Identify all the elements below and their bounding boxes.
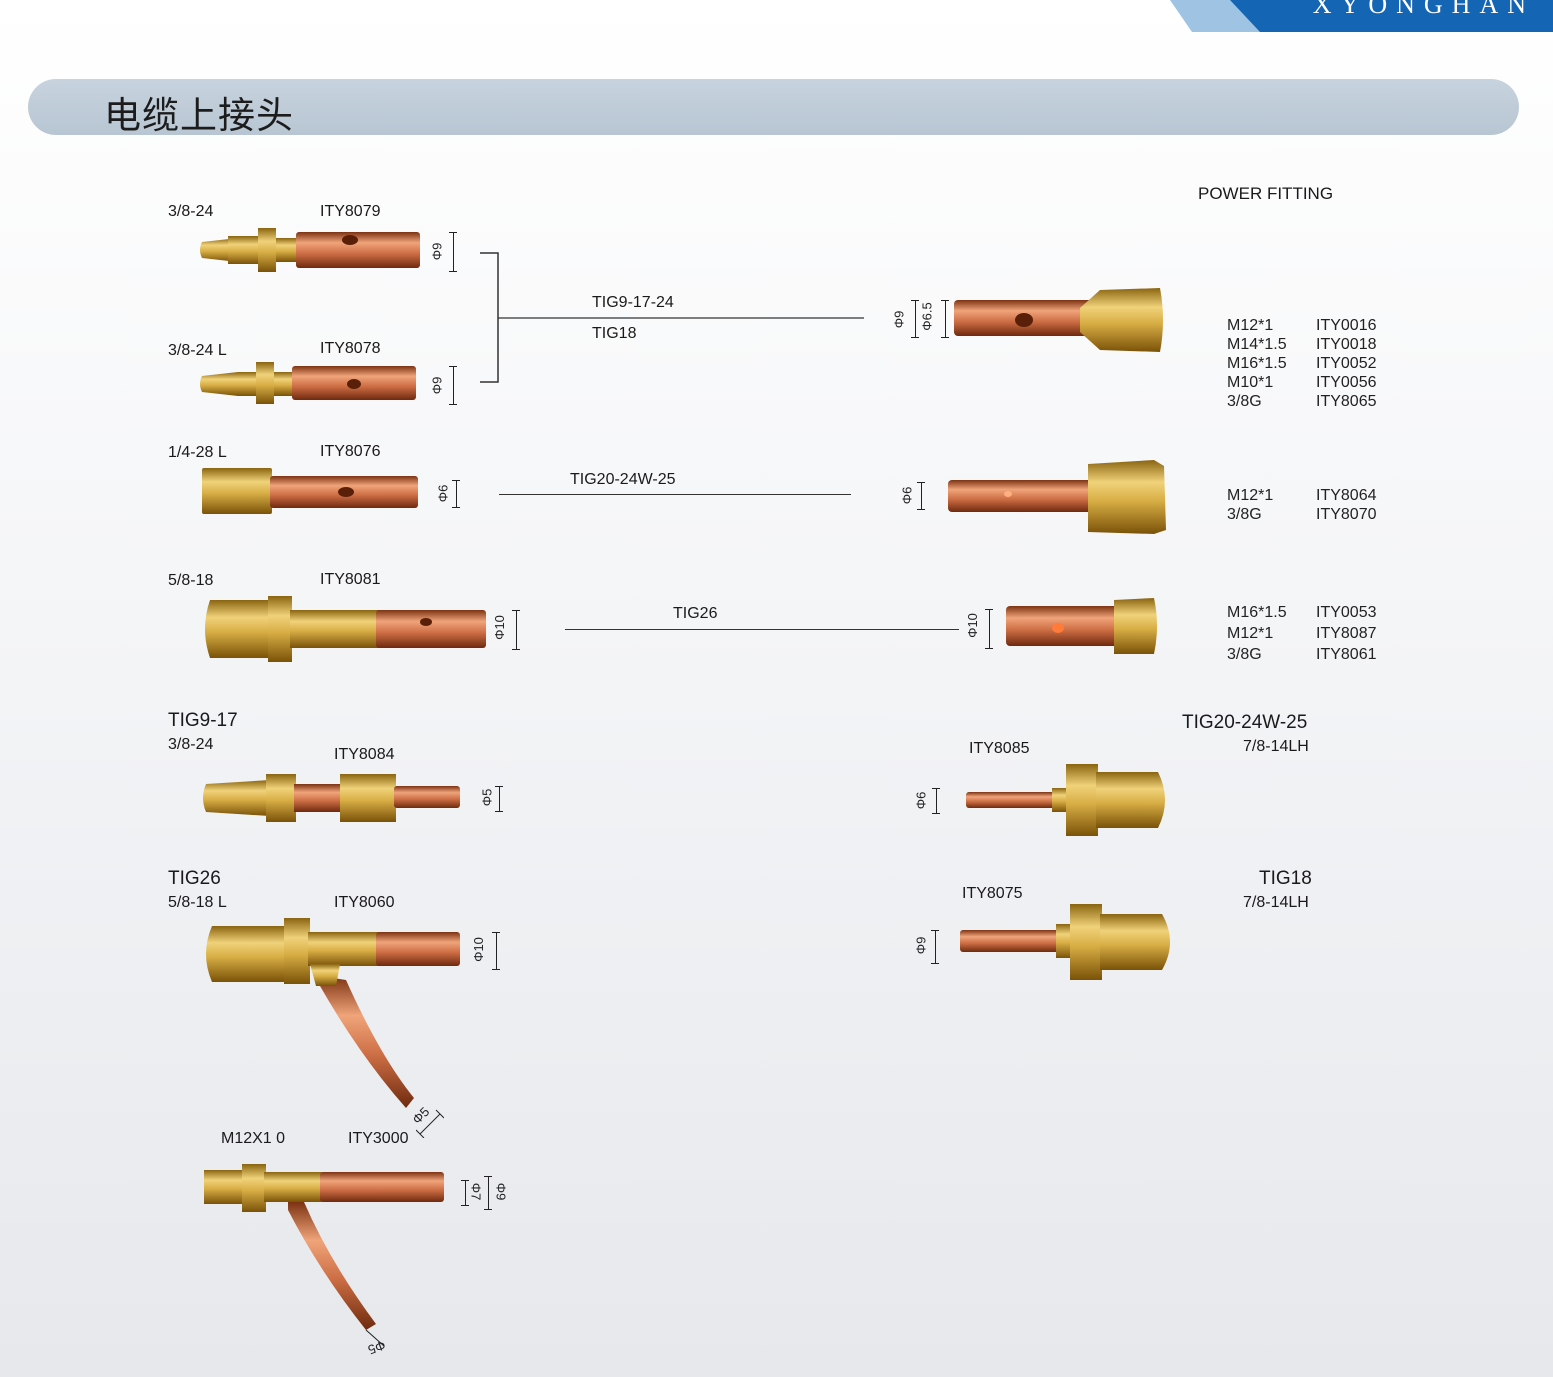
diameter-label: Φ6 [435, 484, 451, 503]
dimension-marker [941, 300, 949, 338]
connector-label-tig20-24w-25: TIG20-24W-25 [570, 471, 676, 488]
part-code: ITY8075 [962, 885, 1023, 902]
brand-text: XYONGHAN [1312, 0, 1535, 19]
diameter-label: Φ6 [899, 486, 915, 505]
power-fitting-1-image [954, 288, 1163, 352]
thread-label: 5/8-18 [168, 572, 214, 589]
thread-label: M12X1 0 [221, 1130, 286, 1147]
part-code: ITY8078 [320, 340, 381, 357]
dimension-marker [452, 480, 460, 508]
part-code: ITY8084 [334, 746, 395, 763]
diameter-label: Φ9 [493, 1182, 509, 1201]
diameter-label: Φ6 [913, 791, 929, 810]
bracket-connector-line [480, 252, 864, 383]
connector-label-tig9-17-24: TIG9-17-24 [592, 294, 674, 311]
power-fitting-heading: POWER FITTING [1198, 184, 1334, 203]
model-label: TIG26 [168, 868, 221, 889]
dimension-marker [931, 930, 939, 964]
page-title: 电缆上接头 [104, 94, 294, 137]
diameter-label: Φ9 [429, 376, 445, 395]
fitting-ity8081-image [205, 596, 486, 662]
power-fitting-3-image [1006, 598, 1157, 654]
dimension-marker [932, 788, 940, 814]
diameter-label: Φ7 [468, 1182, 484, 1201]
part-code: ITY8085 [969, 740, 1030, 757]
power-fitting-2-image [948, 460, 1166, 534]
dimension-marker [365, 1329, 385, 1347]
thread-label: 7/8-14LH [1243, 894, 1309, 911]
fitting-ity8084-image [203, 774, 460, 822]
diameter-label: Φ9 [913, 936, 929, 955]
brand-bar-shape [1170, 0, 1553, 32]
fitting-ity3000-image [204, 1164, 444, 1330]
connector-line [565, 629, 959, 630]
connector-label-tig18: TIG18 [592, 325, 637, 342]
dimension-marker [495, 786, 503, 812]
thread-label: 1/4-28 L [168, 444, 227, 461]
connector-line [499, 494, 851, 495]
diameter-label: Φ10 [964, 613, 980, 638]
model-label: TIG9-17 [168, 710, 238, 731]
connector-label-tig26: TIG26 [673, 605, 718, 622]
diameter-label: Φ6.5 [919, 302, 935, 331]
dimension-marker [911, 300, 919, 338]
thread-label: 3/8-24 L [168, 342, 227, 359]
part-code: ITY8081 [320, 571, 381, 588]
dimension-marker [449, 232, 457, 272]
diameter-label: Φ9 [429, 242, 445, 261]
fitting-ity8060-image [206, 918, 460, 1108]
dimension-marker [512, 610, 520, 650]
fitting-ity8079-image [200, 228, 420, 272]
fitting-ity8075-image [960, 904, 1170, 980]
fitting-ity8078-image [200, 362, 416, 404]
dimension-marker [449, 366, 457, 405]
thread-label: 5/8-18 L [168, 894, 227, 911]
thread-label: 7/8-14LH [1243, 738, 1309, 755]
part-code: ITY8076 [320, 443, 381, 460]
section-title-band: 电缆上接头 [28, 79, 1519, 137]
dimension-marker [461, 1180, 469, 1206]
dimension-marker [484, 1176, 492, 1210]
model-label: TIG18 [1259, 868, 1312, 889]
fitting-ity8085-image [966, 764, 1165, 836]
fitting-ity8076-image [202, 468, 418, 514]
part-code: ITY8060 [334, 894, 395, 911]
brand-bar: XYONGHAN [1170, 0, 1553, 32]
diameter-label: Φ9 [891, 310, 907, 329]
dimension-marker [985, 609, 993, 649]
part-code: ITY3000 [348, 1130, 409, 1147]
thread-label: 3/8-24 [168, 203, 214, 220]
diameter-label: Φ10 [491, 615, 507, 640]
thread-label: 3/8-24 [168, 736, 214, 753]
model-label: TIG20-24W-25 [1182, 712, 1308, 733]
dimension-marker [416, 1109, 444, 1138]
diameter-label: Φ10 [470, 937, 486, 962]
dimension-marker [917, 482, 925, 510]
part-code: ITY8079 [320, 203, 381, 220]
diameter-label: Φ5 [479, 788, 495, 807]
dimension-marker [492, 932, 500, 970]
